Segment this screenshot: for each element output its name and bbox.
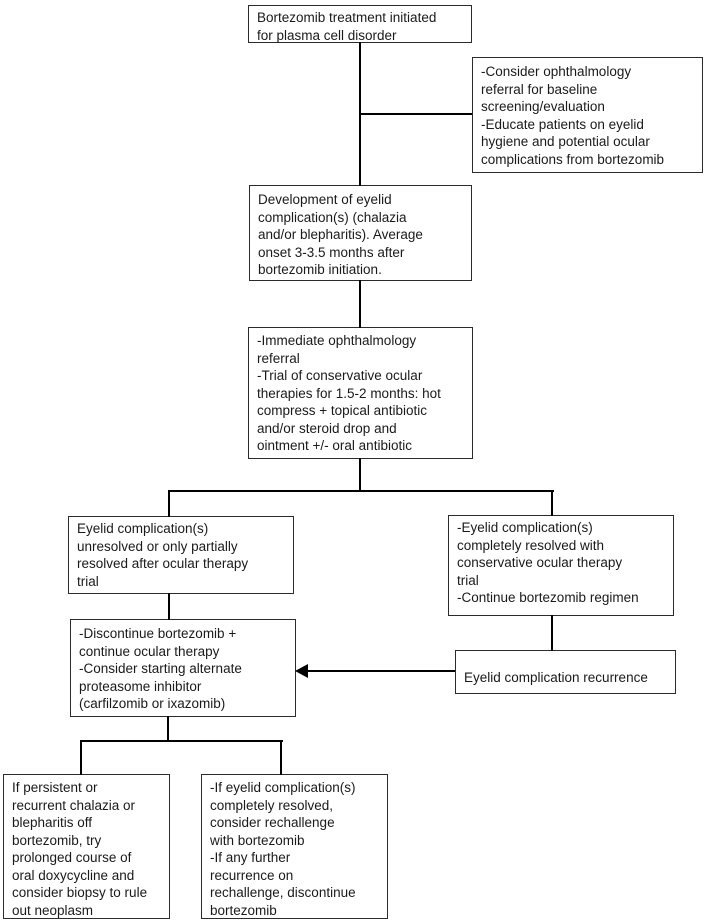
connector-branch-to-baseline [360, 113, 472, 115]
node-conservative-therapy-trial: -Immediate ophthalmology referral -Trial… [248, 327, 473, 459]
node-persistent-off-bortezomib: If persistent or recurrent chalazia or b… [3, 774, 170, 919]
connector-split2-to-persistent [80, 740, 82, 775]
connector-resolved-to-recurrence [551, 615, 553, 651]
connector-split-to-unresolved [168, 490, 170, 517]
connector-discontinue-to-split2 [167, 716, 169, 742]
node-treatment-initiated: Bortezomib treatment initiated for plasm… [248, 5, 472, 43]
node-complication-recurrence: Eyelid complication recurrence [455, 650, 676, 694]
connector-development-to-conservative [359, 280, 361, 328]
node-complication-development: Development of eyelid complication(s) (c… [249, 185, 472, 281]
node-rechallenge-bortezomib: -If eyelid complication(s) completely re… [201, 774, 388, 919]
connector-unresolved-to-discontinue [168, 593, 170, 620]
connector-recurrence-to-discontinue [306, 670, 455, 672]
node-baseline-referral: -Consider ophthalmology referral for bas… [472, 57, 703, 173]
connector-split-to-resolved [551, 490, 553, 516]
node-resolved-continue-regimen: -Eyelid complication(s) completely resol… [448, 515, 674, 616]
node-discontinue-bortezomib: -Discontinue bortezomib + continue ocula… [70, 619, 296, 717]
connector-split-horizontal [168, 490, 554, 492]
node-unresolved-complications: Eyelid complication(s) unresolved or onl… [68, 516, 294, 594]
connector-split2-horizontal [80, 740, 283, 742]
connector-conservative-to-split [359, 458, 361, 492]
connector-split2-to-rechallenge [280, 740, 282, 775]
left-arrowhead-icon [295, 664, 308, 678]
